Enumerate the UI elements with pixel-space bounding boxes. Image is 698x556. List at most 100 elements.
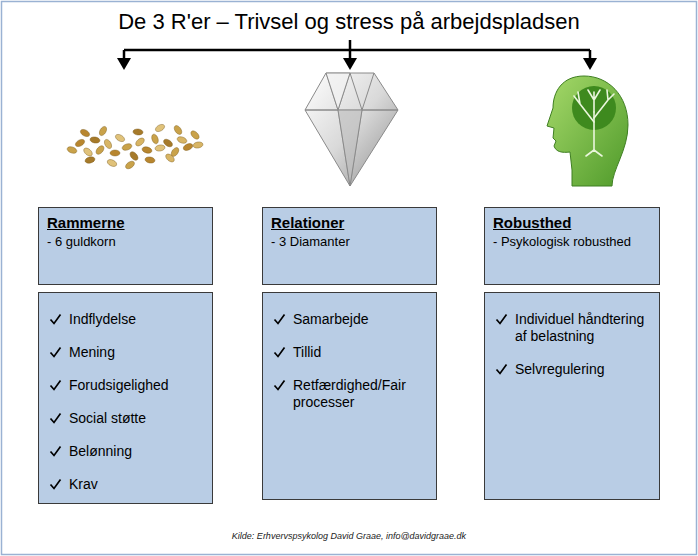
check-mark xyxy=(49,346,62,359)
heading-box: Rammerne - 6 guldkorn xyxy=(38,207,213,285)
grain xyxy=(189,129,200,140)
check-mark xyxy=(495,363,508,376)
subheading-text: - Psykologisk robusthed xyxy=(493,234,651,250)
heading-text: Rammerne xyxy=(47,213,204,232)
list-item: Individuel håndtering af belastning xyxy=(495,311,651,345)
check-stroke xyxy=(497,365,507,374)
check-mark xyxy=(273,346,286,359)
diamond-picture xyxy=(305,73,398,186)
check-stroke xyxy=(51,447,61,456)
bracket-arrows xyxy=(124,40,590,60)
check-mark xyxy=(273,379,286,392)
list-item: Selvregulering xyxy=(495,361,651,378)
heading-text: Relationer xyxy=(271,213,428,232)
grain xyxy=(176,135,187,144)
list-box: Individuel håndtering af belastningSelvr… xyxy=(484,292,660,500)
grain xyxy=(150,133,159,144)
check-stroke xyxy=(497,315,507,324)
subheading-text: - 6 guldkorn xyxy=(47,234,204,250)
tree-branch xyxy=(588,90,600,112)
tree-branches xyxy=(574,90,614,156)
list-item: Forudsigelighed xyxy=(49,377,204,394)
head-silhouette xyxy=(547,76,628,186)
grain xyxy=(110,150,120,156)
list-text: Selvregulering xyxy=(515,361,651,378)
grain xyxy=(162,138,174,149)
list-text: Social støtte xyxy=(69,410,204,427)
list-text: Tillid xyxy=(293,344,428,361)
check-mark xyxy=(273,313,286,326)
facet-line xyxy=(305,110,398,186)
list-text: Individuel håndtering af belastning xyxy=(515,311,651,345)
check-stroke xyxy=(51,315,61,324)
arrow-heads xyxy=(117,58,597,70)
list-item: Social støtte xyxy=(49,410,204,427)
subheading-text: - 3 Diamanter xyxy=(271,234,428,250)
list-box: IndflydelseMeningForudsigelighedSocial s… xyxy=(38,292,213,504)
facet xyxy=(326,73,350,110)
gold-grains xyxy=(66,123,203,170)
check-mark xyxy=(49,379,62,392)
facet-line xyxy=(326,73,374,110)
grain xyxy=(134,136,146,147)
list-item: Indflydelse xyxy=(49,311,204,328)
list-text: Mening xyxy=(69,344,204,361)
check-mark xyxy=(49,445,62,458)
grain xyxy=(173,124,184,136)
heading-box: Robusthed - Psykologisk robusthed xyxy=(484,207,660,285)
check-mark xyxy=(495,313,508,326)
grain xyxy=(103,138,113,150)
grain xyxy=(193,141,204,149)
check-stroke xyxy=(51,480,61,489)
grain xyxy=(141,146,152,154)
grain xyxy=(114,133,126,143)
list-text: Forudsigelighed xyxy=(69,377,204,394)
check-stroke xyxy=(275,315,285,324)
list-item: Samarbejde xyxy=(273,311,428,328)
list-text: Krav xyxy=(69,476,204,493)
grain xyxy=(182,142,194,152)
check-stroke xyxy=(51,414,61,423)
grain xyxy=(154,123,166,133)
source-caption: Kilde: Erhvervspsykolog David Graae, inf… xyxy=(0,530,698,542)
check-mark xyxy=(49,313,62,326)
list-text: Belønning xyxy=(69,443,204,460)
check-stroke xyxy=(275,348,285,357)
check-mark xyxy=(49,412,62,425)
grain xyxy=(128,150,139,162)
grain xyxy=(94,144,105,156)
facet xyxy=(338,110,362,186)
heading-box: Relationer - 3 Diamanter xyxy=(262,207,437,285)
head-picture xyxy=(547,76,628,186)
grain xyxy=(84,156,95,164)
arrow-head xyxy=(583,58,597,70)
grain xyxy=(155,144,166,152)
heading-text: Robusthed xyxy=(493,213,651,232)
list-item: Krav xyxy=(49,476,204,493)
branch-line xyxy=(124,49,590,52)
check-stroke xyxy=(275,381,285,390)
grain xyxy=(66,145,77,154)
grain xyxy=(79,128,91,138)
list-item: Belønning xyxy=(49,443,204,460)
check-stroke xyxy=(51,348,61,357)
grain xyxy=(74,138,86,148)
list-text: Indflydelse xyxy=(69,311,204,328)
list-item: Retfærdighed/Fair processer xyxy=(273,377,428,411)
grain xyxy=(145,156,156,164)
grain xyxy=(98,125,108,137)
grain xyxy=(124,160,136,171)
check-mark xyxy=(49,478,62,491)
arrow-head xyxy=(343,58,357,70)
grain xyxy=(82,146,94,157)
list-item: Tillid xyxy=(273,344,428,361)
grain xyxy=(90,136,101,144)
list-item: Mening xyxy=(49,344,204,361)
diagram-title: De 3 R'er – Trivsel og stress på arbejds… xyxy=(0,8,698,36)
list-text: Samarbejde xyxy=(293,311,428,328)
stem-line xyxy=(349,40,352,50)
list-text: Retfærdighed/Fair processer xyxy=(293,377,428,411)
check-stroke xyxy=(51,381,61,390)
